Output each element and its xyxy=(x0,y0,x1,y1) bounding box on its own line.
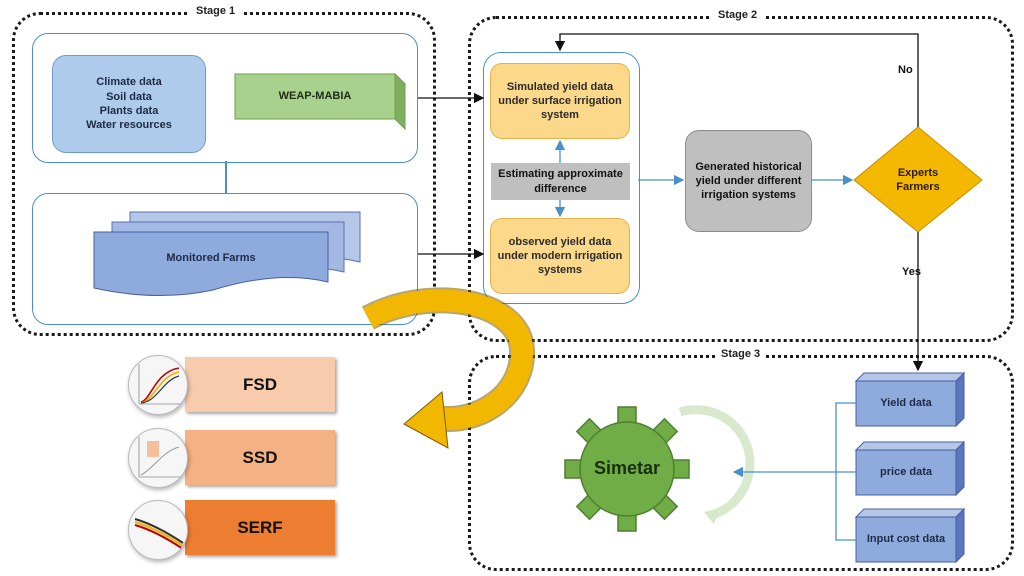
fsd-box: FSD xyxy=(185,357,335,412)
yield-data-label: Yield data xyxy=(880,397,932,410)
serf-thumbnail xyxy=(128,500,188,560)
stage-1-title: Stage 1 xyxy=(190,5,242,17)
ssd-box: SSD xyxy=(185,430,335,485)
stage-3-title: Stage 3 xyxy=(715,348,767,360)
simetar-label: Simetar xyxy=(593,458,661,479)
fsd-curve-icon xyxy=(138,364,181,405)
water-resources-label: Water resources xyxy=(86,119,172,132)
generated-yield-box: Generated historical yield under differe… xyxy=(685,130,812,232)
serf-box: SERF xyxy=(185,500,335,555)
no-label: No xyxy=(898,64,913,76)
input-data-box: Climate data Soil data Plants data Water… xyxy=(52,55,206,153)
decision-label: Experts Farmers xyxy=(880,158,956,202)
stage-2-title: Stage 2 xyxy=(712,9,764,21)
panel-connector xyxy=(225,161,227,193)
climate-data-label: Climate data xyxy=(96,76,162,89)
serf-curve-icon xyxy=(134,518,184,550)
experts-label: Experts xyxy=(897,166,939,179)
monitored-farms-label: Monitored Farms xyxy=(166,251,256,264)
estimating-difference-box: Estimating approximate difference xyxy=(491,163,630,200)
simulated-yield-box: Simulated yield data under surface irrig… xyxy=(490,63,630,139)
ssd-thumbnail xyxy=(128,428,188,488)
observed-yield-box: observed yield data under modern irrigat… xyxy=(490,218,630,294)
yes-label: Yes xyxy=(902,266,921,278)
weap-mabia-label: WEAP-MABIA xyxy=(278,90,352,103)
ssd-curve-icon xyxy=(138,437,181,478)
plants-data-label: Plants data xyxy=(99,105,159,117)
input-cost-data-label: Input cost data xyxy=(866,533,946,546)
price-data-label: price data xyxy=(880,466,932,479)
soil-data-label: Soil data xyxy=(106,90,152,103)
fsd-thumbnail xyxy=(128,355,188,415)
farmers-label: Farmers xyxy=(896,181,940,193)
